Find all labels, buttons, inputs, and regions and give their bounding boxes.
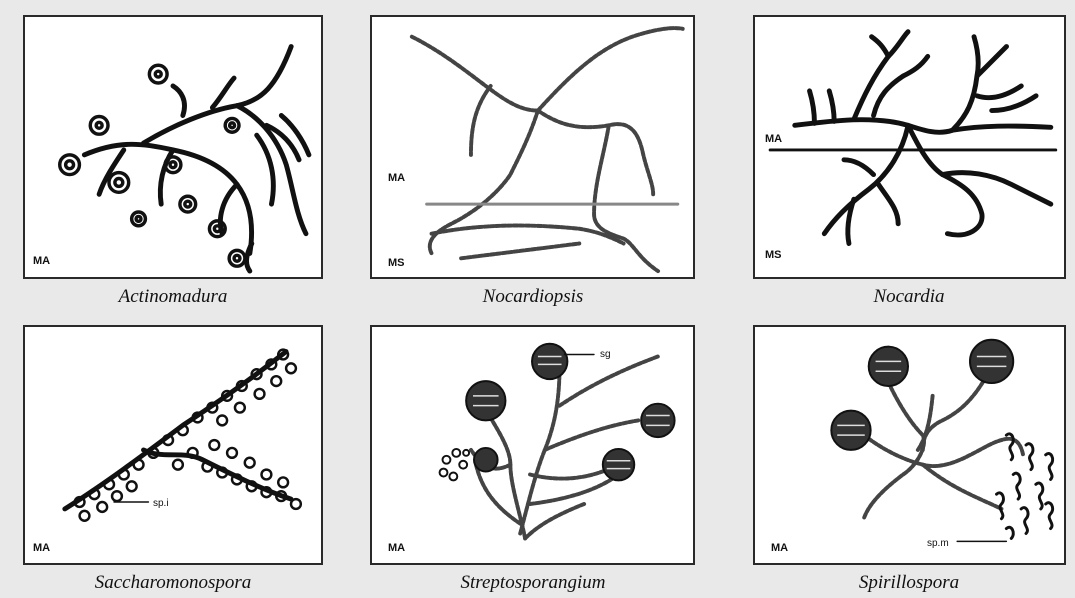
panel-nocardiopsis: MA MS <box>370 15 695 279</box>
caption-streptosporangium: Streptosporangium <box>373 572 693 594</box>
panel-nocardia: MA MS <box>753 15 1066 279</box>
sp-m-label: sp.m <box>927 538 949 549</box>
ma-label: MA <box>388 172 405 184</box>
ma-label: MA <box>33 255 50 267</box>
caption-actinomadura: Actinomadura <box>13 286 333 308</box>
ms-label: MS <box>765 249 782 261</box>
actinomadura-drawing <box>25 17 321 277</box>
caption-saccharomonospora: Saccharomonospora <box>13 572 333 594</box>
caption-nocardia: Nocardia <box>749 286 1069 308</box>
panel-actinomadura: MA <box>23 15 323 279</box>
sp-i-label: sp.i <box>153 498 169 509</box>
nocardiopsis-drawing <box>372 17 693 277</box>
caption-nocardiopsis: Nocardiopsis <box>373 286 693 308</box>
panel-streptosporangium: sg MA <box>370 325 695 565</box>
panel-saccharomonospora: sp.i MA <box>23 325 323 565</box>
saccharomonospora-drawing <box>25 327 321 563</box>
panel-spirillospora: sp.m MA <box>753 325 1066 565</box>
spirillospora-drawing <box>755 327 1064 563</box>
ma-label: MA <box>771 542 788 554</box>
caption-spirillospora: Spirillospora <box>749 572 1069 594</box>
streptosporangium-drawing <box>372 327 693 563</box>
ms-label: MS <box>388 257 405 269</box>
nocardia-drawing <box>755 17 1064 277</box>
ma-label: MA <box>388 542 405 554</box>
sg-label: sg <box>600 349 611 360</box>
ma-label: MA <box>765 133 782 145</box>
ma-label: MA <box>33 542 50 554</box>
